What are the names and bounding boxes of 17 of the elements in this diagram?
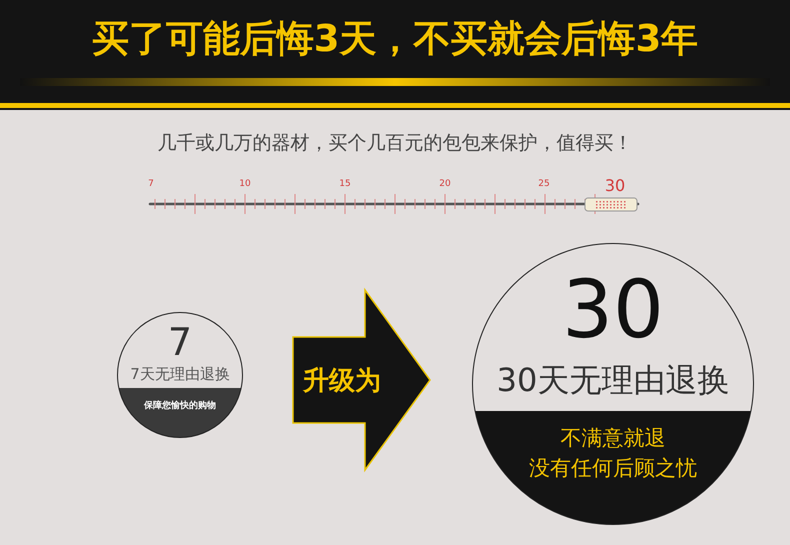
scale-number: 30 <box>604 176 626 195</box>
scale-number: 25 <box>538 179 550 189</box>
edge-label: 升级为 <box>303 365 381 398</box>
scale-number: 15 <box>339 179 351 189</box>
headline: 买了可能后悔3天，不买就会后悔3年 <box>90 16 700 62</box>
big-number: 30 <box>561 264 665 356</box>
badge-caption: 7天无理由退换 <box>129 366 231 384</box>
scale-number: 7 <box>148 179 154 189</box>
subtitle: 几千或几万的器材，买个几百元的包包来保护，值得买！ <box>156 131 634 156</box>
big-number: 7 <box>166 321 194 365</box>
badge-note: 保障您愉快的购物 <box>142 401 217 412</box>
block-arrow <box>292 288 431 472</box>
badge-note: 不满意就退 <box>560 426 666 450</box>
badge-note: 没有任何后顾之忧 <box>528 456 698 480</box>
badge-caption: 30天无理由退换 <box>496 362 730 399</box>
scale-number: 10 <box>239 179 251 189</box>
scale-number: 20 <box>439 179 451 189</box>
